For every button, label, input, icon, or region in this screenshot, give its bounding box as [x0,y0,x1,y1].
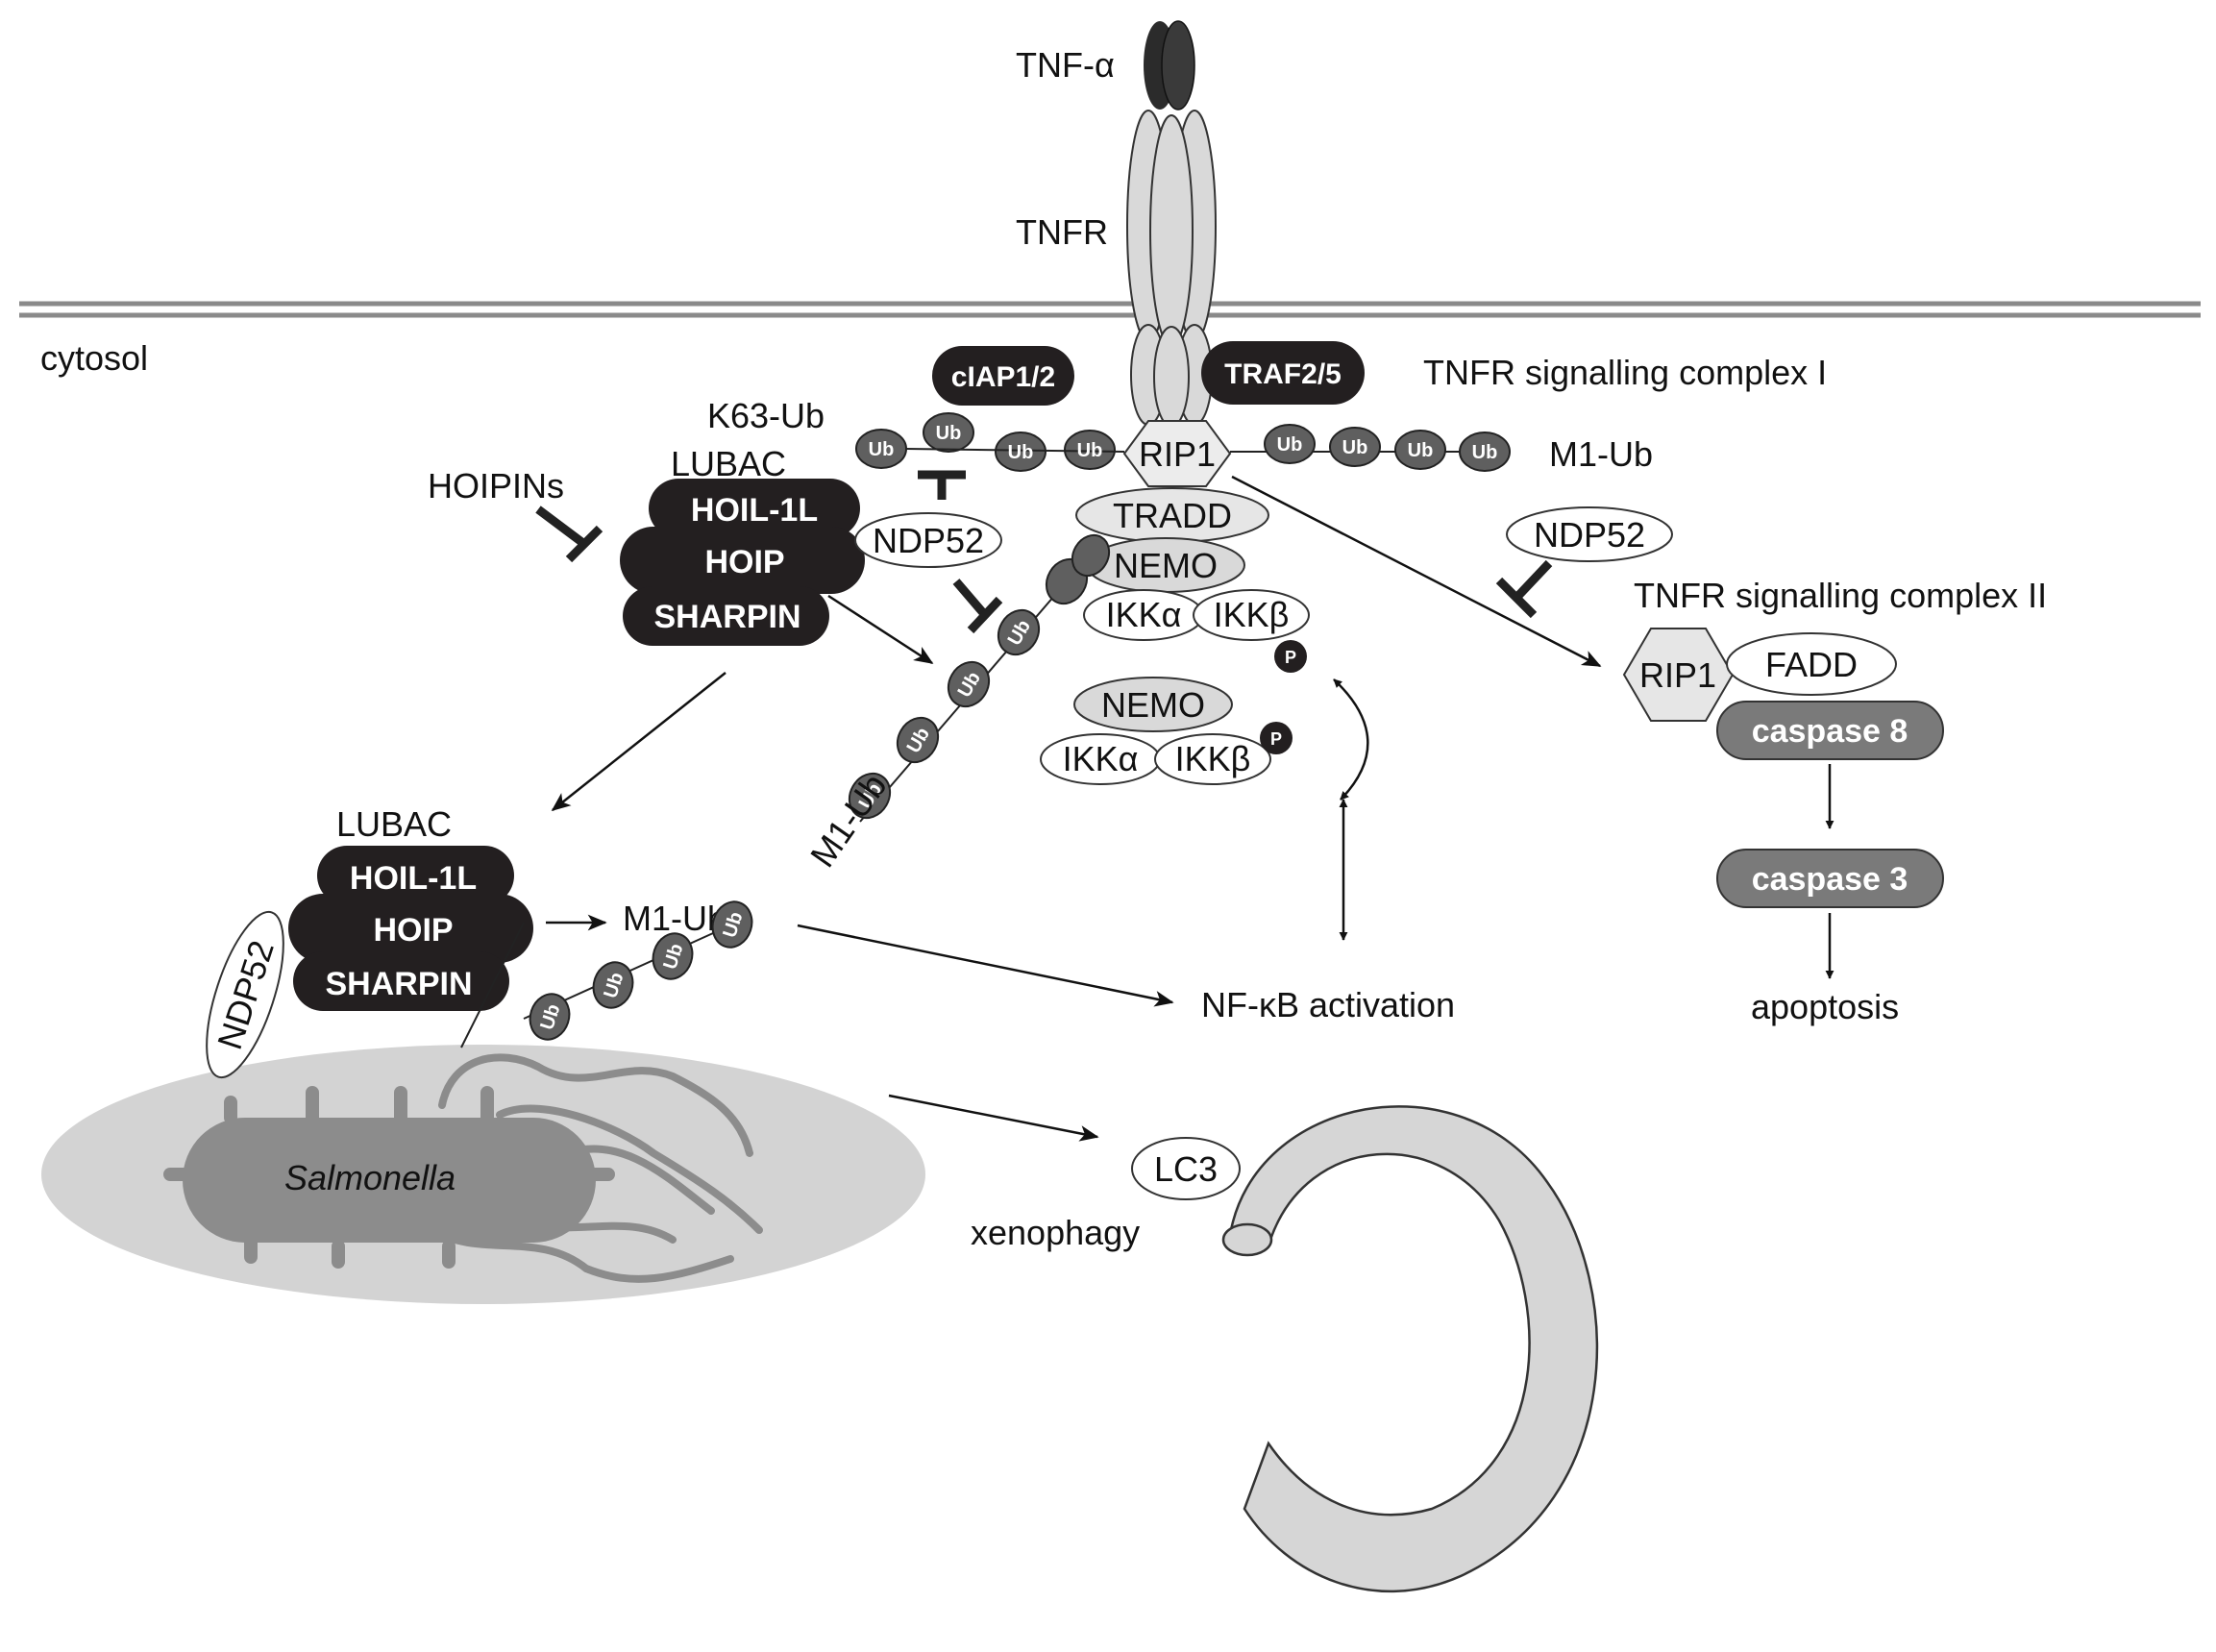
rip1-complex-i: RIP1 [1122,420,1232,487]
svg-text:IKKβ: IKKβ [1175,739,1251,778]
lubac-complex-bottom: HOIL-1L HOIP SHARPIN [288,846,533,1011]
caspase8-protein: caspase 8 [1716,701,1944,760]
svg-text:Ub: Ub [1472,442,1498,463]
arrow-rip1-to-complex-ii [1231,475,1602,668]
autophagosome-membrane [1221,1105,1599,1593]
svg-text:Ub: Ub [1408,440,1434,461]
arrow-lubac-to-m1ub [827,594,934,665]
tnfr-label: TNFR [1016,212,1108,252]
svg-text:caspase 8: caspase 8 [1752,713,1908,750]
salmonella-bacterium: Salmonella [163,1086,615,1269]
lubac-top-label: LUBAC [671,444,786,483]
nfkb-label: NF-κB activation [1201,985,1455,1024]
ndp52-inhibits-m1 [952,579,1003,634]
svg-text:Ub: Ub [1077,440,1103,461]
phospho-complex-i: P [1274,640,1307,673]
traf-protein: TRAF2/5 [1201,341,1365,405]
ndp52-center: NDP52 [854,512,1002,568]
cytosol-label: cytosol [40,338,148,378]
lc3-protein: LC3 [1131,1137,1241,1200]
arrow-to-xenophagy [888,1094,1099,1142]
svg-text:cIAP1/2: cIAP1/2 [951,361,1055,393]
sharpin-top-label: SHARPIN [653,599,800,635]
apoptosis-label: apoptosis [1751,987,1899,1026]
rip1-complex-ii: RIP1 [1622,628,1735,722]
svg-text:NEMO: NEMO [1114,546,1218,585]
arrow-ikk-cycle [1333,678,1369,801]
nemo-released: NEMO [1073,677,1233,732]
svg-text:NDP52: NDP52 [873,521,984,560]
svg-text:Ub: Ub [1008,442,1034,463]
svg-text:P: P [1270,729,1282,749]
xenophagy-label: xenophagy [971,1213,1140,1252]
complex-ii-label: TNFR signalling complex II [1634,576,2047,615]
hoil-bottom-label: HOIL-1L [350,860,477,897]
m1-ub-chain-right: Ub Ub Ub Ub [1230,424,1511,472]
caspase3-protein: caspase 3 [1716,849,1944,908]
svg-text:NEMO: NEMO [1101,685,1205,725]
svg-text:Ub: Ub [936,423,962,444]
complex-i-label: TNFR signalling complex I [1423,353,1827,392]
lubac-complex-top: HOIL-1L HOIP SHARPIN [620,479,865,646]
salmonella-label: Salmonella [284,1158,456,1197]
m1-ub-chain-bottom: Ub Ub Ub Ub [460,900,753,1048]
tradd-protein: TRADD [1075,487,1269,543]
hoip-bottom-label: HOIP [373,912,453,949]
svg-text:caspase 3: caspase 3 [1752,861,1908,898]
ndp52-inhibits-complex-ii [1495,559,1553,619]
fadd-protein: FADD [1726,632,1897,696]
svg-text:IKKα: IKKα [1106,595,1182,634]
ikk-alpha-released: IKKα [1040,733,1161,785]
nemo-complex-i: NEMO [1086,537,1245,593]
hoil-top-label: HOIL-1L [691,492,818,529]
svg-text:Ub: Ub [1342,437,1368,458]
svg-text:Ub: Ub [1277,434,1303,456]
hoip-top-label: HOIP [704,544,784,580]
ndp52-inhibits-k63 [918,470,966,500]
lubac-bottom-label: LUBAC [336,804,452,844]
m1-ub-right-label: M1-Ub [1549,434,1653,474]
ndp52-right: NDP52 [1506,506,1673,562]
phospho-released: P [1260,722,1293,754]
plasma-membrane [19,301,2201,318]
svg-text:IKKα: IKKα [1063,739,1139,778]
svg-text:P: P [1285,648,1296,667]
m1-ub-bottom-label: M1-Ub [623,899,726,938]
m1-ub-diagonal-label: M1-Ub [802,767,895,875]
tnf-alpha-ligand [1144,20,1195,111]
sharpin-bottom-label: SHARPIN [325,966,472,1002]
ikk-alpha-complex-i: IKKα [1083,589,1204,641]
svg-text:IKKβ: IKKβ [1214,595,1290,634]
m1-ub-chain-diagonal: Ub Ub Ub Ub [848,533,1111,823]
hoipins-inhibition [535,505,603,563]
svg-text:RIP1: RIP1 [1139,434,1216,474]
arrow-lubac-to-bacteria [551,672,726,812]
svg-text:FADD: FADD [1765,645,1858,684]
tnf-alpha-label: TNF-α [1016,45,1115,85]
svg-text:NDP52: NDP52 [1534,515,1645,555]
svg-text:TRADD: TRADD [1113,496,1232,535]
k63-ub-label: K63-Ub [707,396,825,435]
k63-ub-chain [855,412,1125,472]
svg-text:LC3: LC3 [1154,1149,1218,1189]
ikk-beta-complex-i: IKKβ [1193,589,1310,641]
ndp52-bacteria: NDP52 [206,910,284,1079]
ciap-protein: cIAP1/2 [932,346,1074,406]
hoipins-label: HOIPINs [428,466,564,505]
svg-text:TRAF2/5: TRAF2/5 [1224,358,1342,390]
tnfr-receptor [1126,110,1217,428]
k63-ub-labels: Ub Ub Ub Ub [869,423,1103,463]
arrow-m1ub-to-nfkb [797,924,1174,1007]
svg-text:Ub: Ub [869,439,895,460]
ikk-beta-released: IKKβ [1154,733,1271,785]
svg-text:RIP1: RIP1 [1639,655,1716,695]
